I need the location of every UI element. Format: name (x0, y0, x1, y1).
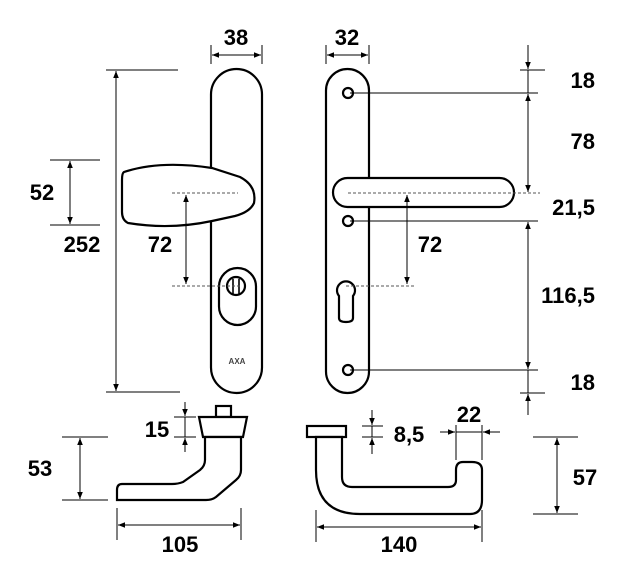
dim-plate-width: 32 (335, 25, 359, 50)
dim-screw-to-lever: 78 (571, 129, 595, 154)
dim-rose-height: 15 (145, 417, 169, 442)
lever-side-view: 8,5 22 57 140 (305, 402, 597, 557)
brand-logo: AXA (229, 357, 246, 366)
dim-plate-width: 38 (224, 25, 248, 50)
keyhole (335, 280, 357, 324)
spindle (214, 404, 233, 419)
dim-bottom-screw: 18 (571, 370, 595, 395)
dim-knob-center-distance: 72 (148, 232, 172, 257)
dim-lever-to-screw: 21,5 (552, 195, 595, 220)
rose (197, 415, 249, 439)
dim-top-screw: 18 (571, 68, 595, 93)
dim-rose-height: 8,5 (394, 422, 425, 447)
dim-plate-height: 252 (64, 232, 101, 257)
dim-grip-width: 22 (457, 402, 481, 427)
knob-plate-front-view: AXA 72 38 252 52 (30, 25, 264, 395)
dim-length: 140 (381, 532, 418, 557)
lever-plate-front-view: 72 32 18 78 21,5 116,5 18 (324, 25, 595, 415)
lever-handle-profile (314, 435, 484, 516)
knob-handle-profile (115, 435, 243, 502)
dim-screw-spacing: 116,5 (541, 283, 595, 308)
dim-length: 105 (162, 532, 199, 557)
backplate (324, 67, 371, 395)
backplate (209, 67, 264, 395)
dim-projection: 57 (573, 465, 597, 490)
dim-knob-height: 52 (30, 180, 54, 205)
dim-lever-center-distance: 72 (418, 232, 442, 257)
rose (305, 424, 348, 439)
dim-projection: 53 (28, 456, 52, 481)
knob-side-view: 15 53 105 (28, 402, 249, 557)
